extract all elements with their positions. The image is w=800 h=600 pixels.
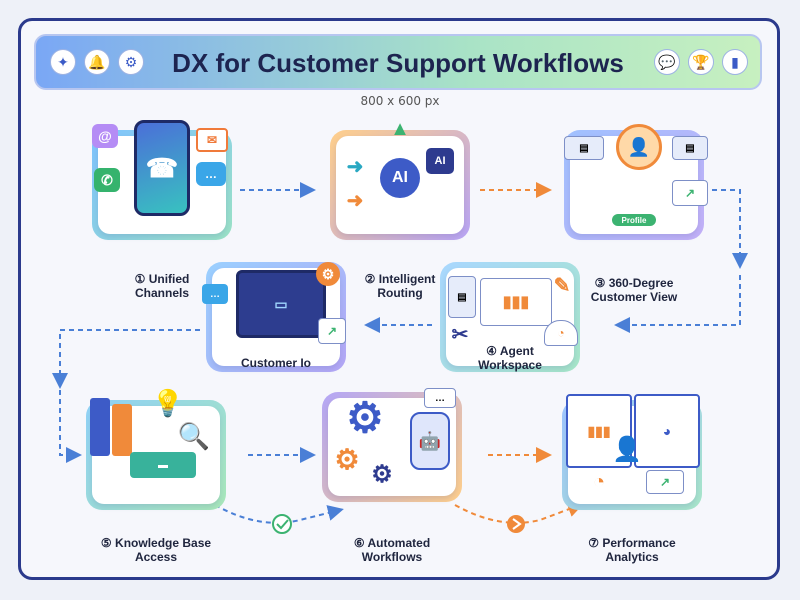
gear-small-icon: ⚙ <box>334 443 360 475</box>
figma-icon[interactable]: ✦ <box>50 49 76 75</box>
panel-icon: ▤ <box>448 276 476 318</box>
arrow-to-4 <box>614 275 741 333</box>
tile-knowledge-base[interactable]: 💡 🔍 ▬ <box>86 388 226 510</box>
book-green-icon: ▬ <box>130 452 196 478</box>
chat-bubble-icon: … <box>196 162 226 186</box>
route-arrow-icon: ➜ <box>346 155 364 178</box>
report-icon: ↗ <box>646 470 684 494</box>
arrow-io-down <box>52 329 200 389</box>
at-sign-icon: @ <box>92 124 118 148</box>
phone-icon: ☎ <box>134 120 190 216</box>
arrow-5-6-lower <box>214 504 344 524</box>
call-icon: ✆ <box>94 168 120 192</box>
tile-intelligent-routing[interactable]: AI AI ➜ ➜ ▲ <box>330 118 470 240</box>
mail-icon: ✉ <box>196 128 228 152</box>
trend-chart-icon: ↗ <box>672 180 708 206</box>
gear-icon[interactable]: ⚙ <box>118 49 144 75</box>
data-card-icon: ▤ <box>672 136 708 160</box>
bell-icon[interactable]: 🔔 <box>84 49 110 75</box>
magnifier-icon: 🔍 <box>177 420 211 451</box>
check-badge <box>272 514 292 534</box>
profile-card-icon: ▤ <box>564 136 604 160</box>
gear-dark-icon: ⚙ <box>371 460 393 488</box>
gear-large-icon: ⚙ <box>346 393 384 441</box>
profile-chip: Profile <box>612 214 656 226</box>
header-banner: ✦ 🔔 ⚙ DX for Customer Support Workflows … <box>34 34 762 90</box>
tile-performance-analytics[interactable]: ▮▮▮ ◕ 👤 ◔ ↗ <box>562 394 702 510</box>
dashboard-left-icon: ▮▮▮ <box>566 394 632 468</box>
dimensions-label: 800 x 600 px <box>360 94 440 108</box>
workspace-chart-icon: ▮▮▮ <box>480 278 552 326</box>
monitor-icon: ▭ <box>236 270 326 338</box>
tile-customer-view[interactable]: 👤 ▤ ▤ ↗ Profile <box>564 124 708 240</box>
tile-customer-io[interactable]: ▭ ⚙ ↗ … Customer Io <box>202 262 346 372</box>
page-title: DX for Customer Support Workflows <box>172 48 624 78</box>
robot-message-icon: … <box>424 388 456 408</box>
ai-chip-icon: AI <box>426 148 454 174</box>
arrow-3-down <box>712 189 748 269</box>
book-orange-icon <box>112 404 132 456</box>
trophy-icon[interactable]: 🏆 <box>688 49 714 75</box>
ai-hub-icon: AI <box>380 158 420 198</box>
bar-chart-icon[interactable]: ▮ <box>722 49 748 75</box>
arrow-6-7-lower <box>454 501 584 524</box>
chat-icon[interactable]: 💬 <box>654 49 680 75</box>
mini-chart-icon: ↗ <box>318 318 346 344</box>
label-customer-io: Customer Io <box>240 356 311 370</box>
tile-unified-channels[interactable]: ☎ @ ✉ ✆ … <box>92 120 232 240</box>
route-arrow-orange-icon: ➜ <box>346 189 364 212</box>
arrow-to-5 <box>59 390 82 463</box>
pencil-icon: ✎ <box>553 274 571 297</box>
book-blue-icon <box>90 398 110 456</box>
up-arrow-icon: ▲ <box>390 117 410 140</box>
robot-icon: 🤖 <box>410 412 450 470</box>
analyst-icon: 👤 <box>612 435 642 463</box>
tools-icon: ✂ <box>451 323 469 346</box>
dashboard-right-icon: ◕ <box>634 394 700 468</box>
pie-chart-icon: ◔ <box>592 470 606 493</box>
tile-automated-workflows[interactable]: ⚙ ⚙ ⚙ 🤖 … <box>322 388 462 502</box>
play-badge <box>507 515 525 533</box>
gauge-icon: ◔ <box>544 320 578 346</box>
settings-gear-icon: ⚙ <box>316 262 340 286</box>
lightbulb-icon: 💡 <box>151 387 185 418</box>
message-icon: … <box>202 284 228 304</box>
customer-avatar-icon: 👤 <box>616 124 662 170</box>
